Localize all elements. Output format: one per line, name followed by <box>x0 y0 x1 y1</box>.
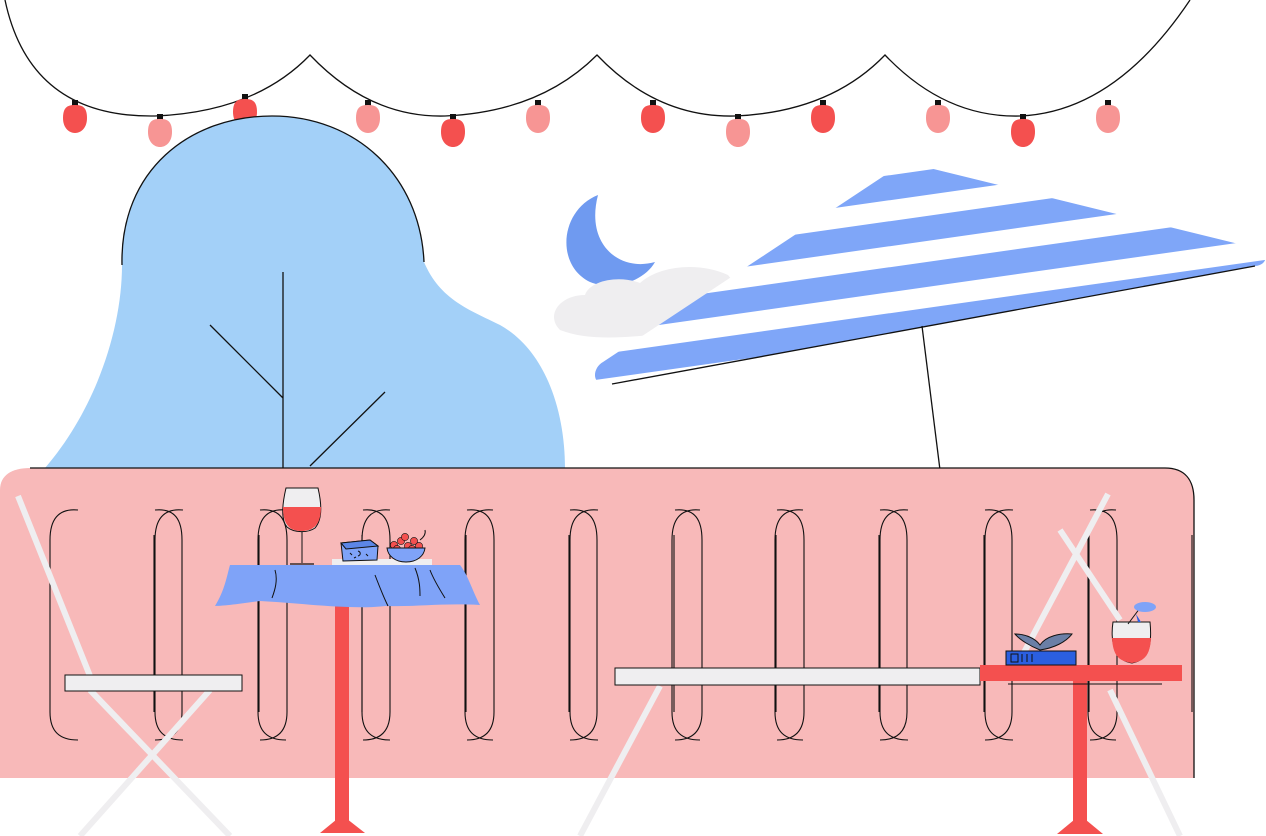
light-bulb <box>926 100 950 133</box>
light-bulb <box>726 114 750 147</box>
crescent-moon <box>566 195 655 286</box>
umbrella-stripe <box>594 255 1266 385</box>
books <box>1005 633 1077 666</box>
cheese <box>340 539 380 562</box>
light-bulb <box>63 100 87 133</box>
berry-bowl <box>386 529 426 563</box>
string-lights-wire <box>4 0 1191 117</box>
table-leg <box>335 598 349 828</box>
tree-canopy <box>45 116 565 468</box>
light-bulb <box>1096 100 1120 133</box>
tray <box>332 559 432 565</box>
tree <box>45 115 565 468</box>
chair-seat <box>64 674 243 692</box>
patio-fence <box>0 467 1195 778</box>
fence-outline <box>30 467 1195 778</box>
bulb-group <box>63 94 1120 147</box>
folding-chair <box>15 494 233 836</box>
light-bulb <box>356 100 380 133</box>
light-bulb <box>148 114 172 147</box>
open-book <box>1013 633 1073 651</box>
side-table-leg <box>1073 680 1087 830</box>
tree-branches <box>209 272 386 468</box>
umbrella-stripe <box>560 25 1266 155</box>
fence-arch <box>361 509 495 741</box>
bench <box>577 667 981 836</box>
bench-top <box>614 667 981 686</box>
wine-glass <box>282 487 322 565</box>
table-foot <box>320 815 365 833</box>
side-table-right <box>980 665 1182 834</box>
umbrella-stripe <box>594 209 1266 339</box>
umbrella-rim <box>611 265 1256 385</box>
side-table-top <box>980 665 1182 681</box>
light-bulb <box>526 100 550 133</box>
light-bulb <box>811 100 835 133</box>
tablecloth-folds <box>271 567 446 607</box>
light-bulb <box>641 100 665 133</box>
bistro-table-left <box>215 559 480 833</box>
light-bulb <box>441 114 465 147</box>
light-bulb <box>1011 114 1035 147</box>
umbrella-stripe <box>560 0 1266 109</box>
cocktail-glass <box>1111 602 1156 664</box>
side-table-foot <box>1057 815 1103 834</box>
tree-outline <box>121 115 425 266</box>
tablecloth <box>215 565 480 608</box>
folding-chair-right <box>1017 492 1183 836</box>
string-lights <box>4 0 1191 147</box>
